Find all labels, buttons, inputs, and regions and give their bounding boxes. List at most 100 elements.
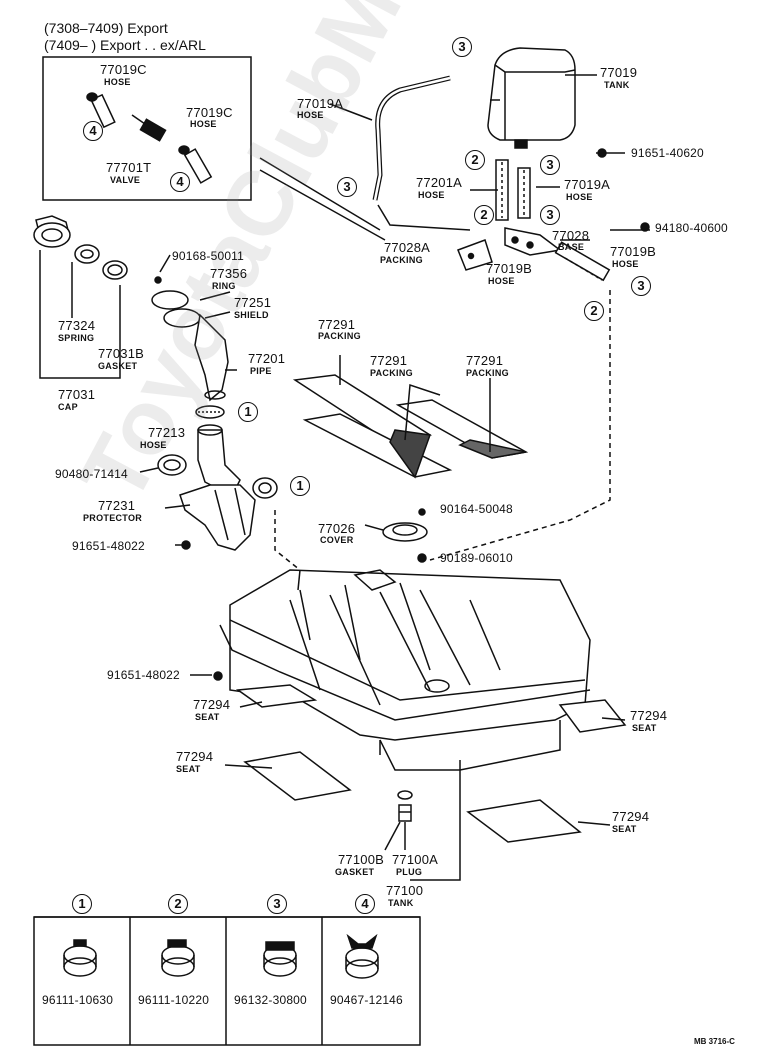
part-number: 77251 [234,295,272,310]
part-number: 77291 [466,353,504,368]
callout-1: 1 [290,476,310,496]
clamp-drawing-2 [161,939,195,977]
callout-2: 2 [465,150,485,170]
gasket-77100b [397,790,413,800]
legend-clamp-number: 96111-10630 [42,993,114,1007]
callout-2: 2 [474,205,494,225]
part-name: TANK [604,80,630,90]
clamp-callout-1-lower [252,477,278,499]
callout-3: 3 [540,205,560,225]
part-number: 77356 [210,266,248,281]
filler-pipe-77201 [151,290,229,402]
legend-callout-2: 2 [168,894,188,914]
part-name: TANK [388,898,414,908]
part-name: PACKING [318,331,361,341]
part-name: SEAT [632,723,657,733]
packing-77028a-drawing [457,239,493,271]
dashed-leader-right [429,290,611,561]
part-number: 77294 [176,749,214,764]
callout-3: 3 [540,155,560,175]
footer-code: MB 3716-C [694,1037,735,1046]
part-number: 90480-71414 [55,467,128,481]
part-number: 77294 [612,809,650,824]
hose-77019a-right-drawing [517,167,531,219]
part-name: VALVE [110,175,141,185]
part-number: 90189-06010 [440,551,513,565]
part-number: 77100 [386,883,424,898]
part-number: 77201 [248,351,286,366]
gasket-77031b [102,260,128,280]
part-name: PIPE [250,366,272,376]
part-number: 77324 [58,318,96,333]
part-name: PACKING [466,368,509,378]
part-number: 77019C [100,62,147,77]
part-name: HOSE [297,110,324,120]
dashed-leader-left [274,510,301,571]
fuel-cap-77031 [33,215,71,248]
clamp-drawing-3 [263,941,297,977]
part-number: 77031B [98,346,145,361]
part-name: CAP [58,402,78,412]
part-number: 91651-48022 [107,668,180,682]
cover-77026 [382,522,428,542]
callout-4: 4 [83,121,103,141]
part-number: 77100A [392,852,439,867]
legend-callout-3: 3 [267,894,287,914]
seat-77294-b [558,699,627,733]
callout-3: 3 [631,276,651,296]
reservoir-tank-77019 [487,47,576,149]
clamp-callout-1-pipe [195,405,225,419]
clamp-drawing-4 [345,933,379,979]
part-number: 77294 [630,708,668,723]
seat-77294-d [466,799,582,843]
inset-hose-upper [86,92,116,129]
part-name: SPRING [58,333,95,343]
part-name: SEAT [176,764,201,774]
part-name: HOSE [566,192,593,202]
part-number: 77019 [600,65,638,80]
part-name: HOSE [140,440,167,450]
part-number: 94180-40600 [655,221,728,235]
valve-77701t [131,114,167,142]
part-number: 77231 [98,498,136,513]
base-77028-drawing [504,227,562,256]
legend-callout-1: 1 [72,894,92,914]
part-number: 77019A [297,96,344,111]
legend-callout-4: 4 [355,894,375,914]
part-name: PLUG [396,867,423,877]
export-inset-box [42,56,252,201]
part-number: 77213 [148,425,186,440]
main-fuel-tank-77100 [219,569,591,771]
callout-2: 2 [584,301,604,321]
part-name: PACKING [370,368,413,378]
part-name: PROTECTOR [83,513,143,523]
part-name: GASKET [98,361,138,371]
part-name: GASKET [335,867,375,877]
packing-77291-b [302,413,453,479]
clamp-drawing-1 [63,939,97,977]
header-line-1: (7308–7409) Export [44,20,168,36]
part-name: HOSE [418,190,445,200]
callout-4: 4 [170,172,190,192]
part-name: SHIELD [234,310,269,320]
part-number: 77294 [193,697,231,712]
grommet-90480 [157,454,187,476]
part-number: 77026 [318,521,356,536]
part-number: 91651-48022 [72,539,145,553]
part-number: 77019B [486,261,533,276]
spring-77324 [74,244,100,264]
seat-77294-a [235,684,318,708]
part-number: 77291 [318,317,356,332]
part-number: 91651-40620 [631,146,704,160]
part-number: 90168-50011 [172,249,245,263]
part-name: SEAT [195,712,220,722]
part-number: 77701T [106,160,152,175]
part-number: 77201A [416,175,463,190]
header-line-2: (7409– ) Export . . ex/ARL [44,37,206,53]
part-number: 77019A [564,177,611,192]
part-number: 77100B [338,852,385,867]
protector-77231 [179,484,256,551]
legend-clamp-number: 96132-30800 [234,993,307,1007]
part-name: HOSE [612,259,639,269]
